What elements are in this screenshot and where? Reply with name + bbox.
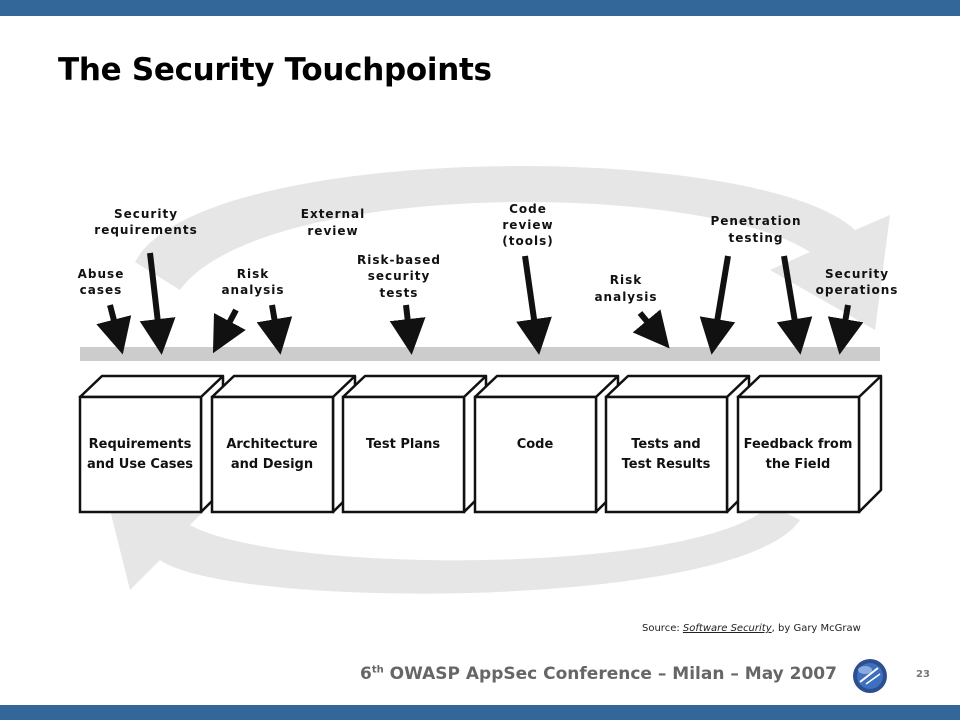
touchpoint-label-line1: Abuse (78, 267, 125, 281)
arrow-risk-analysis-1 (212, 308, 246, 354)
box-requirements: Requirements and Use Cases (78, 374, 225, 514)
footer-text: OWASP AppSec Conference – Milan – May 20… (383, 664, 837, 684)
ground-bar (80, 347, 880, 361)
touchpoint-label-line2: operations (816, 283, 899, 297)
touchpoint-risk-analysis-2: Risk analysis (594, 273, 657, 304)
box-label-line1: Architecture (226, 437, 318, 452)
box-label-line2: the Field (766, 457, 831, 472)
arrow-security-requirements (139, 252, 176, 355)
cycle-arrow (100, 166, 890, 594)
touchpoint-label-line3: tests (380, 286, 419, 300)
touchpoint-risk-based-tests: Risk-based security tests (357, 253, 441, 300)
box-label-line2: Test Results (622, 457, 711, 472)
touchpoint-security-operations: Security operations (816, 267, 899, 297)
touchpoint-label-line2: cases (80, 283, 123, 297)
touchpoint-label-line2: analysis (221, 283, 284, 297)
arrow-risk-based-tests (389, 304, 426, 355)
touchpoint-abuse-cases: Abuse cases (78, 267, 125, 297)
box-test-plans: Test Plans (341, 374, 488, 514)
box-code: Code (473, 374, 620, 514)
slide-title: The Security Touchpoints (58, 52, 492, 88)
touchpoint-external-review: External review (301, 207, 365, 238)
touchpoint-label-line1: Penetration (710, 214, 801, 228)
source-prefix: Source: (642, 623, 683, 634)
box-label-line2: and Design (231, 457, 313, 472)
arrow-penetration-testing-2 (776, 255, 813, 355)
box-label-line2: and Use Cases (87, 457, 193, 472)
source-citation: Source: Software Security, by Gary McGra… (642, 623, 861, 634)
footer-ordinal: 6 (360, 664, 372, 684)
owasp-globe-icon (853, 659, 887, 693)
arrow-abuse-cases (96, 304, 132, 355)
box-label-line1: Requirements (89, 437, 192, 452)
arrow-external-review (256, 304, 293, 355)
arrow-penetration-testing-1 (699, 255, 736, 355)
touchpoint-label-line3: (tools) (502, 234, 553, 248)
arrow-risk-analysis-2 (632, 309, 670, 349)
source-book-link[interactable]: Software Security (682, 623, 772, 634)
bottom-bar (0, 705, 960, 720)
page-number: 23 (916, 669, 930, 680)
box-feedback: Feedback from the Field (736, 374, 883, 514)
touchpoint-label-line1: Risk (610, 273, 642, 287)
touchpoint-label-line2: review (502, 218, 553, 232)
touchpoint-risk-analysis-1: Risk analysis (221, 267, 284, 297)
touchpoint-penetration-testing: Penetration testing (710, 214, 801, 245)
touchpoint-label-line2: review (307, 224, 358, 238)
source-suffix: , by Gary McGraw (771, 623, 861, 634)
touchpoint-label-line2: testing (729, 231, 784, 245)
box-label-line1: Code (517, 437, 554, 452)
touchpoint-label-line2: analysis (594, 290, 657, 304)
footer-ordinal-suffix: th (371, 664, 384, 676)
touchpoint-label-line2: security (368, 269, 431, 283)
arrow-security-operations (827, 304, 864, 355)
touchpoint-label-line2: requirements (94, 223, 197, 237)
touchpoint-label-line1: Risk-based (357, 253, 441, 267)
touchpoint-code-review: Code review (tools) (502, 202, 553, 248)
box-label-line1: Tests and (631, 437, 701, 452)
box-label-line1: Feedback from (744, 437, 853, 452)
touchpoint-label-line1: Security (114, 207, 178, 221)
touchpoint-label-line1: Security (825, 267, 889, 281)
touchpoint-label-line1: Code (509, 202, 547, 216)
touchpoint-label-line1: Risk (237, 267, 269, 281)
touchpoint-arrows (96, 252, 864, 355)
conference-footer: 6th OWASP AppSec Conference – Milan – Ma… (360, 664, 837, 684)
arrow-code-review (516, 255, 552, 355)
top-bar (0, 0, 960, 16)
box-tests-results: Tests and Test Results (604, 374, 751, 514)
touchpoint-security-requirements: Security requirements (94, 207, 197, 237)
touchpoint-label-line1: External (301, 207, 365, 221)
box-architecture: Architecture and Design (210, 374, 357, 514)
box-label-line1: Test Plans (366, 437, 440, 452)
